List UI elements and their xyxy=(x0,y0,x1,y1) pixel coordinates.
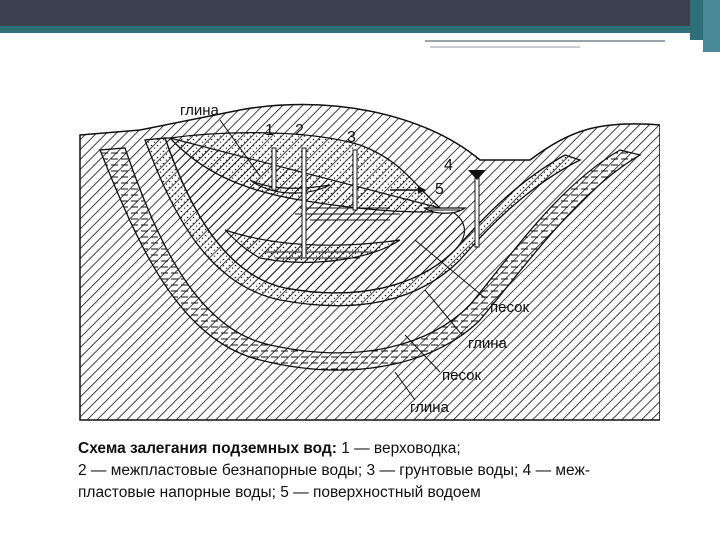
figure-caption: Схема залегания подземных вод: 1 — верхо… xyxy=(78,438,678,504)
top-bar xyxy=(0,0,720,26)
caption-line-2: 2 — межпластовые безнапорные воды; 3 — г… xyxy=(78,460,678,482)
label-clay-2: глина xyxy=(468,335,508,352)
header-rule-secondary xyxy=(430,46,580,48)
label-clay-top: глина xyxy=(180,102,220,119)
well-1 xyxy=(272,148,276,190)
label-1: 1 xyxy=(265,122,274,139)
label-clay-3: глина xyxy=(410,399,450,416)
caption-line-1: Схема залегания подземных вод: 1 — верхо… xyxy=(78,438,678,460)
accent-line xyxy=(0,26,690,33)
label-5: 5 xyxy=(435,181,444,198)
well-2 xyxy=(302,148,306,258)
well-4 xyxy=(475,172,479,247)
header-rule xyxy=(425,40,665,42)
caption-title: Схема залегания подземных вод: xyxy=(78,440,337,457)
accent-block-secondary xyxy=(703,0,720,52)
label-sand-1: песок xyxy=(490,299,529,316)
label-4: 4 xyxy=(444,157,453,174)
well-3 xyxy=(353,150,357,210)
caption-line-1-rest: 1 — верховодка; xyxy=(337,440,461,457)
label-2: 2 xyxy=(295,122,304,139)
label-3: 3 xyxy=(347,129,356,146)
groundwater-diagram: глина 1 2 3 4 5 песок глина песок глина xyxy=(60,90,660,430)
label-sand-2: песок xyxy=(442,367,481,384)
caption-line-3: пластовые напорные воды; 5 — поверхностн… xyxy=(78,482,678,504)
